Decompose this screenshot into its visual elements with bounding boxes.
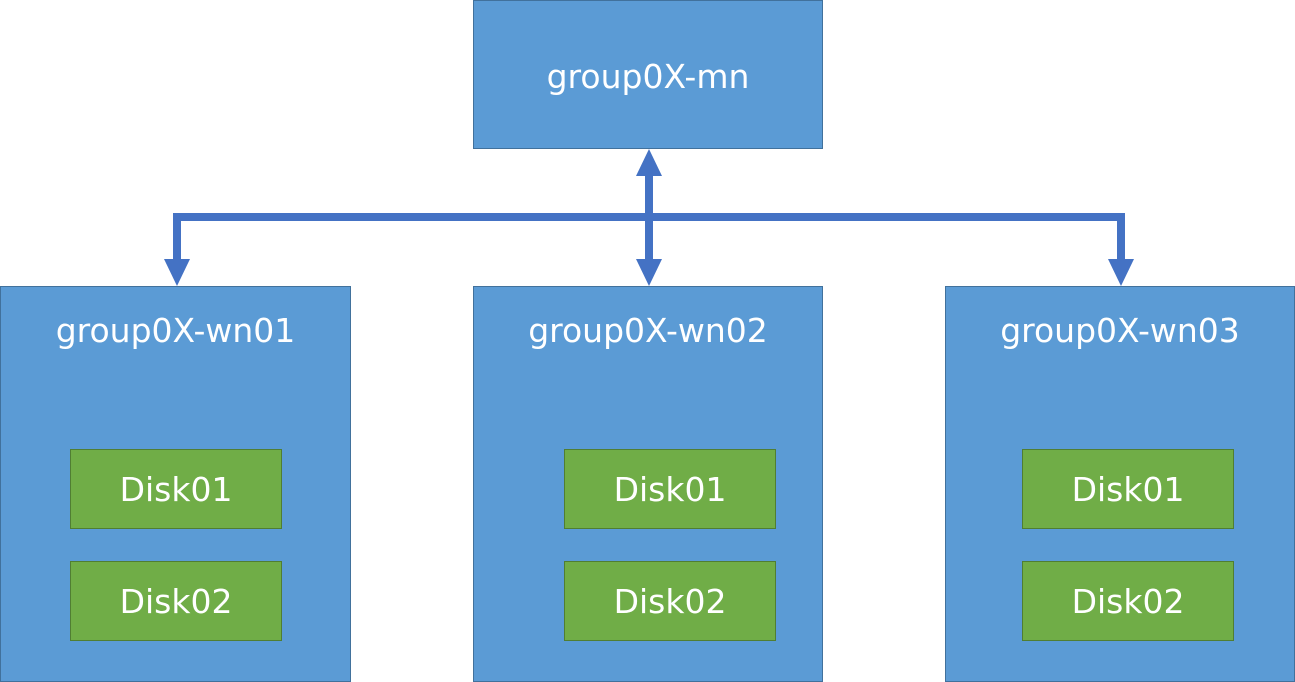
worker-node-label: group0X-wn01: [55, 311, 296, 350]
worker-node-wn01: group0X-wn01 Disk01 Disk02: [0, 286, 351, 682]
disk-box: Disk02: [564, 561, 776, 641]
worker-node-label: group0X-wn02: [528, 311, 768, 350]
disk-box: Disk02: [1022, 561, 1234, 641]
arrowhead-down-wn02: [636, 259, 662, 286]
disk-box: Disk02: [70, 561, 282, 641]
manager-node-label: group0X-mn: [546, 57, 750, 96]
disk-box: Disk01: [1022, 449, 1234, 529]
arrowhead-down-wn01: [164, 259, 190, 286]
disk-box: Disk01: [70, 449, 282, 529]
disk-box: Disk01: [564, 449, 776, 529]
worker-node-wn03: group0X-wn03 Disk01 Disk02: [945, 286, 1295, 682]
arrowhead-up-mn: [636, 149, 662, 176]
worker-node-label: group0X-wn03: [1000, 311, 1240, 350]
worker-node-wn02: group0X-wn02 Disk01 Disk02: [473, 286, 823, 682]
arrowhead-down-wn03: [1108, 259, 1134, 286]
manager-node: group0X-mn: [473, 0, 823, 149]
